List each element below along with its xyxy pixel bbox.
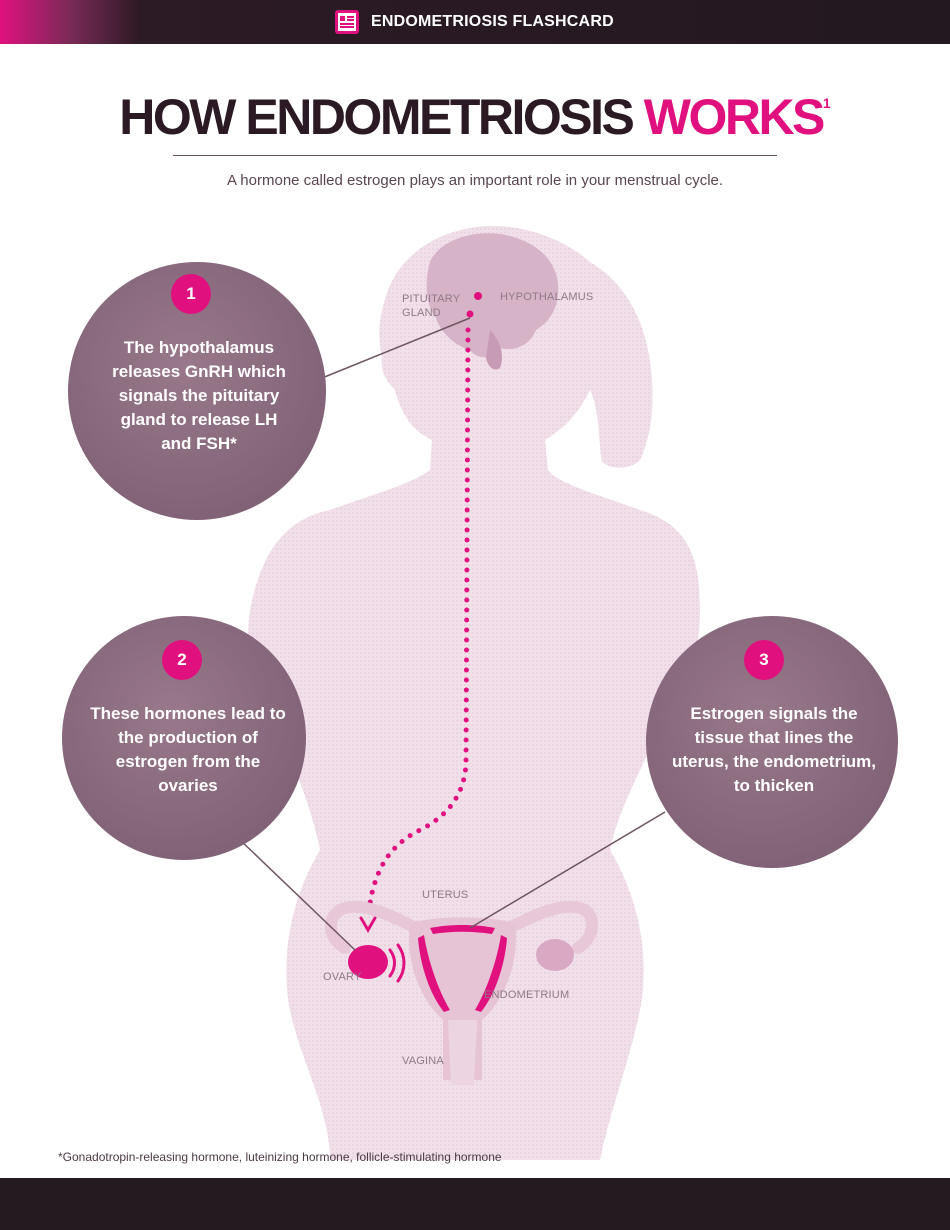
label-uterus: UTERUS [422, 889, 469, 901]
step-1-bubble: 1 The hypothalamus releases GnRH which s… [68, 262, 326, 520]
hormone-signal-path [365, 327, 471, 923]
title-footnote-ref: 1 [822, 95, 831, 112]
brainstem [486, 330, 502, 370]
step-2-bubble: 2 These hormones lead to the production … [62, 616, 306, 860]
uterus-illustration [409, 917, 516, 1080]
subtitle: A hormone called estrogen plays an impor… [226, 172, 724, 189]
bottom-bar [0, 1178, 950, 1230]
footnote: *Gonadotropin-releasing hormone, luteini… [58, 1150, 502, 1164]
fallopian-tube-right [499, 900, 599, 954]
label-endometrium: ENDOMETRIUM [484, 989, 570, 1001]
top-bar: ENDOMETRIOSIS FLASHCARD [0, 0, 950, 44]
hypothalamus-marker [474, 292, 482, 300]
step-3-bubble: 3 Estrogen signals the tissue that lines… [646, 616, 898, 868]
endometrium-left [418, 935, 450, 1012]
ovary-right [536, 939, 574, 971]
step-1-text: The hypothalamus releases GnRH which sig… [112, 338, 286, 453]
signal-arrow-icon [359, 916, 377, 933]
leader-line-1 [321, 317, 471, 379]
endometrium-right [475, 935, 507, 1012]
header-title: ENDOMETRIOSIS FLASHCARD [371, 13, 614, 30]
step-1-badge: 1 [171, 274, 211, 314]
leader-line-3 [469, 811, 666, 929]
top-bar-content: ENDOMETRIOSIS FLASHCARD [335, 9, 614, 35]
ovary-left [348, 945, 388, 979]
label-hypothalamus: HYPOTHALAMUS [500, 291, 594, 303]
brain-illustration [426, 233, 559, 358]
page-title: HOW ENDOMETRIOSIS WORKS1 [0, 88, 950, 146]
endometrium-top [430, 925, 495, 934]
title-divider [173, 155, 777, 156]
step-3-badge: 3 [744, 640, 784, 680]
fallopian-tube-left [325, 900, 426, 954]
estrogen-wave-icon [388, 943, 406, 983]
flashcard-icon [335, 10, 359, 34]
leader-line-2 [237, 837, 356, 951]
title-main: HOW ENDOMETRIOSIS [119, 89, 644, 145]
vagina-illustration [448, 1020, 477, 1085]
label-pituitary-gland: PITUITARY GLAND [402, 293, 461, 319]
label-ovary: OVARY [323, 971, 362, 983]
title-accent: WORKS [643, 89, 826, 145]
label-vagina: VAGINA [402, 1055, 444, 1067]
step-2-badge: 2 [162, 640, 202, 680]
pituitary-marker [466, 310, 474, 318]
step-3-text: Estrogen signals the tissue that lines t… [671, 704, 877, 795]
step-2-text: These hormones lead to the production of… [90, 704, 286, 795]
